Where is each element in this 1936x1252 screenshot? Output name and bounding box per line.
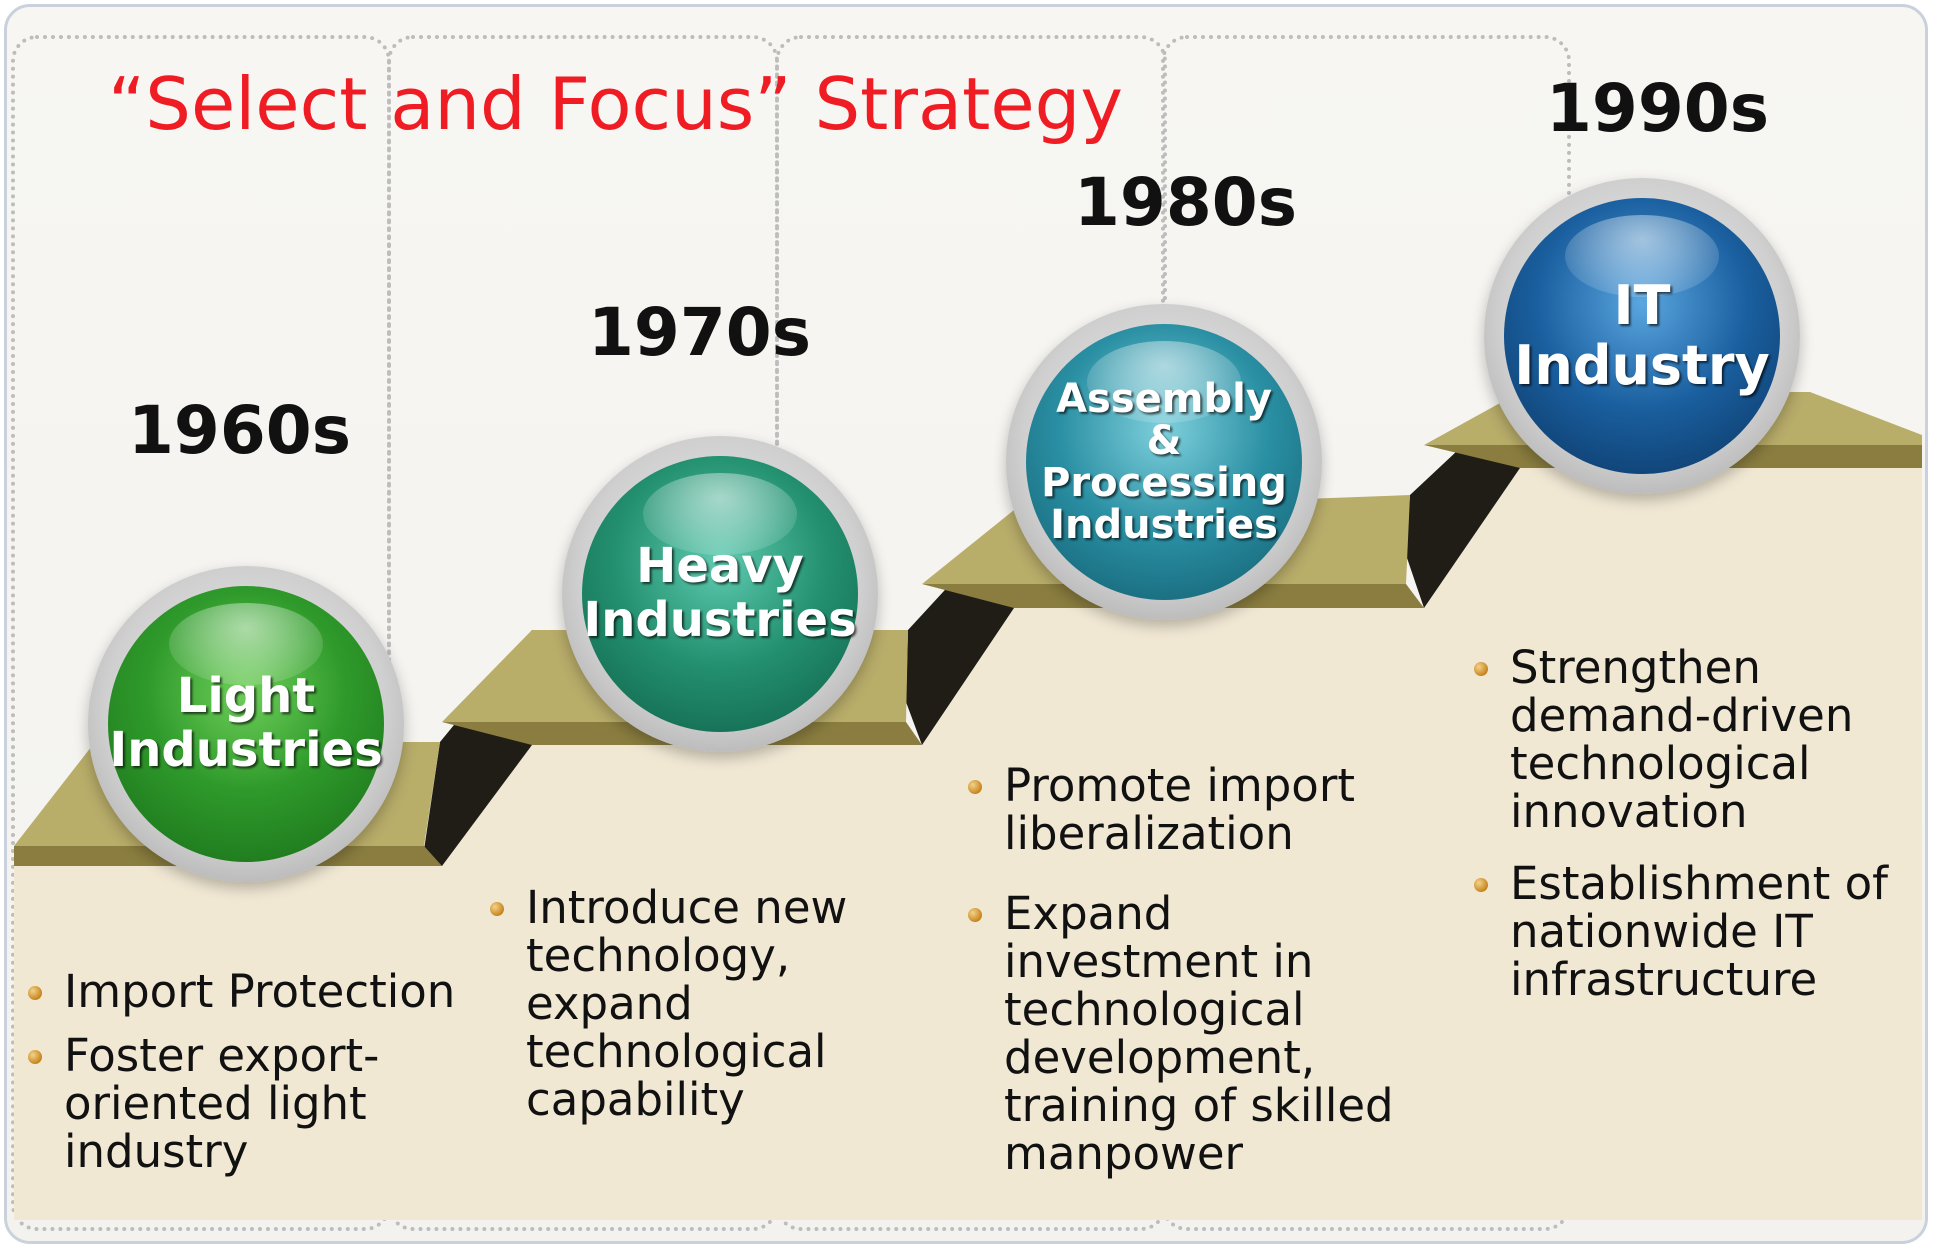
industry-label-line: IT (1613, 273, 1671, 337)
industry-label-line: Industries (109, 722, 383, 778)
bullet-item: Import Protection (24, 968, 464, 1016)
bullet-list-1970s: Introduce new technology, expand technol… (486, 884, 866, 1140)
decade-label-1990s: 1990s (1546, 70, 1769, 147)
industry-label-line: Heavy (636, 538, 804, 595)
bullet-item: Expand investment in technological devel… (964, 890, 1434, 1178)
bullet-item: Strengthen demand-driven technological i… (1470, 644, 1860, 836)
industry-label-line: Industry (1514, 334, 1770, 397)
industry-ball-assembly: Assembly & Processing Industries (1006, 304, 1322, 620)
decade-label-1980s: 1980s (1074, 164, 1297, 241)
industry-label-line: Industries (583, 592, 857, 648)
bullet-item: Promote import liberalization (964, 762, 1384, 858)
industry-label-line: Industries (1050, 502, 1278, 548)
industry-label-line: & Processing (1041, 418, 1287, 506)
bullet-list-1980s: Promote import liberalization Expand inv… (964, 762, 1434, 1194)
industry-ball-light: Light Industries (88, 566, 404, 882)
bullet-list-1990s: Strengthen demand-driven technological i… (1470, 644, 1890, 1020)
industry-ball-heavy: Heavy Industries (562, 436, 878, 752)
decade-label-1970s: 1970s (588, 294, 811, 371)
staircase-fill (14, 468, 1922, 1220)
bullet-item: Establishment of nationwide IT infrastru… (1470, 860, 1890, 1004)
bullet-list-1960s: Import Protection Foster export-oriented… (24, 968, 464, 1192)
industry-label-line: Assembly (1056, 376, 1272, 422)
industry-label-line: Light (176, 668, 316, 725)
decade-label-1960s: 1960s (128, 392, 351, 469)
bullet-item: Introduce new technology, expand technol… (486, 884, 866, 1124)
bullet-item: Foster export-oriented light industry (24, 1032, 404, 1176)
industry-ball-it: IT Industry (1484, 178, 1800, 494)
page-title: “Select and Focus” Strategy (108, 62, 1123, 146)
